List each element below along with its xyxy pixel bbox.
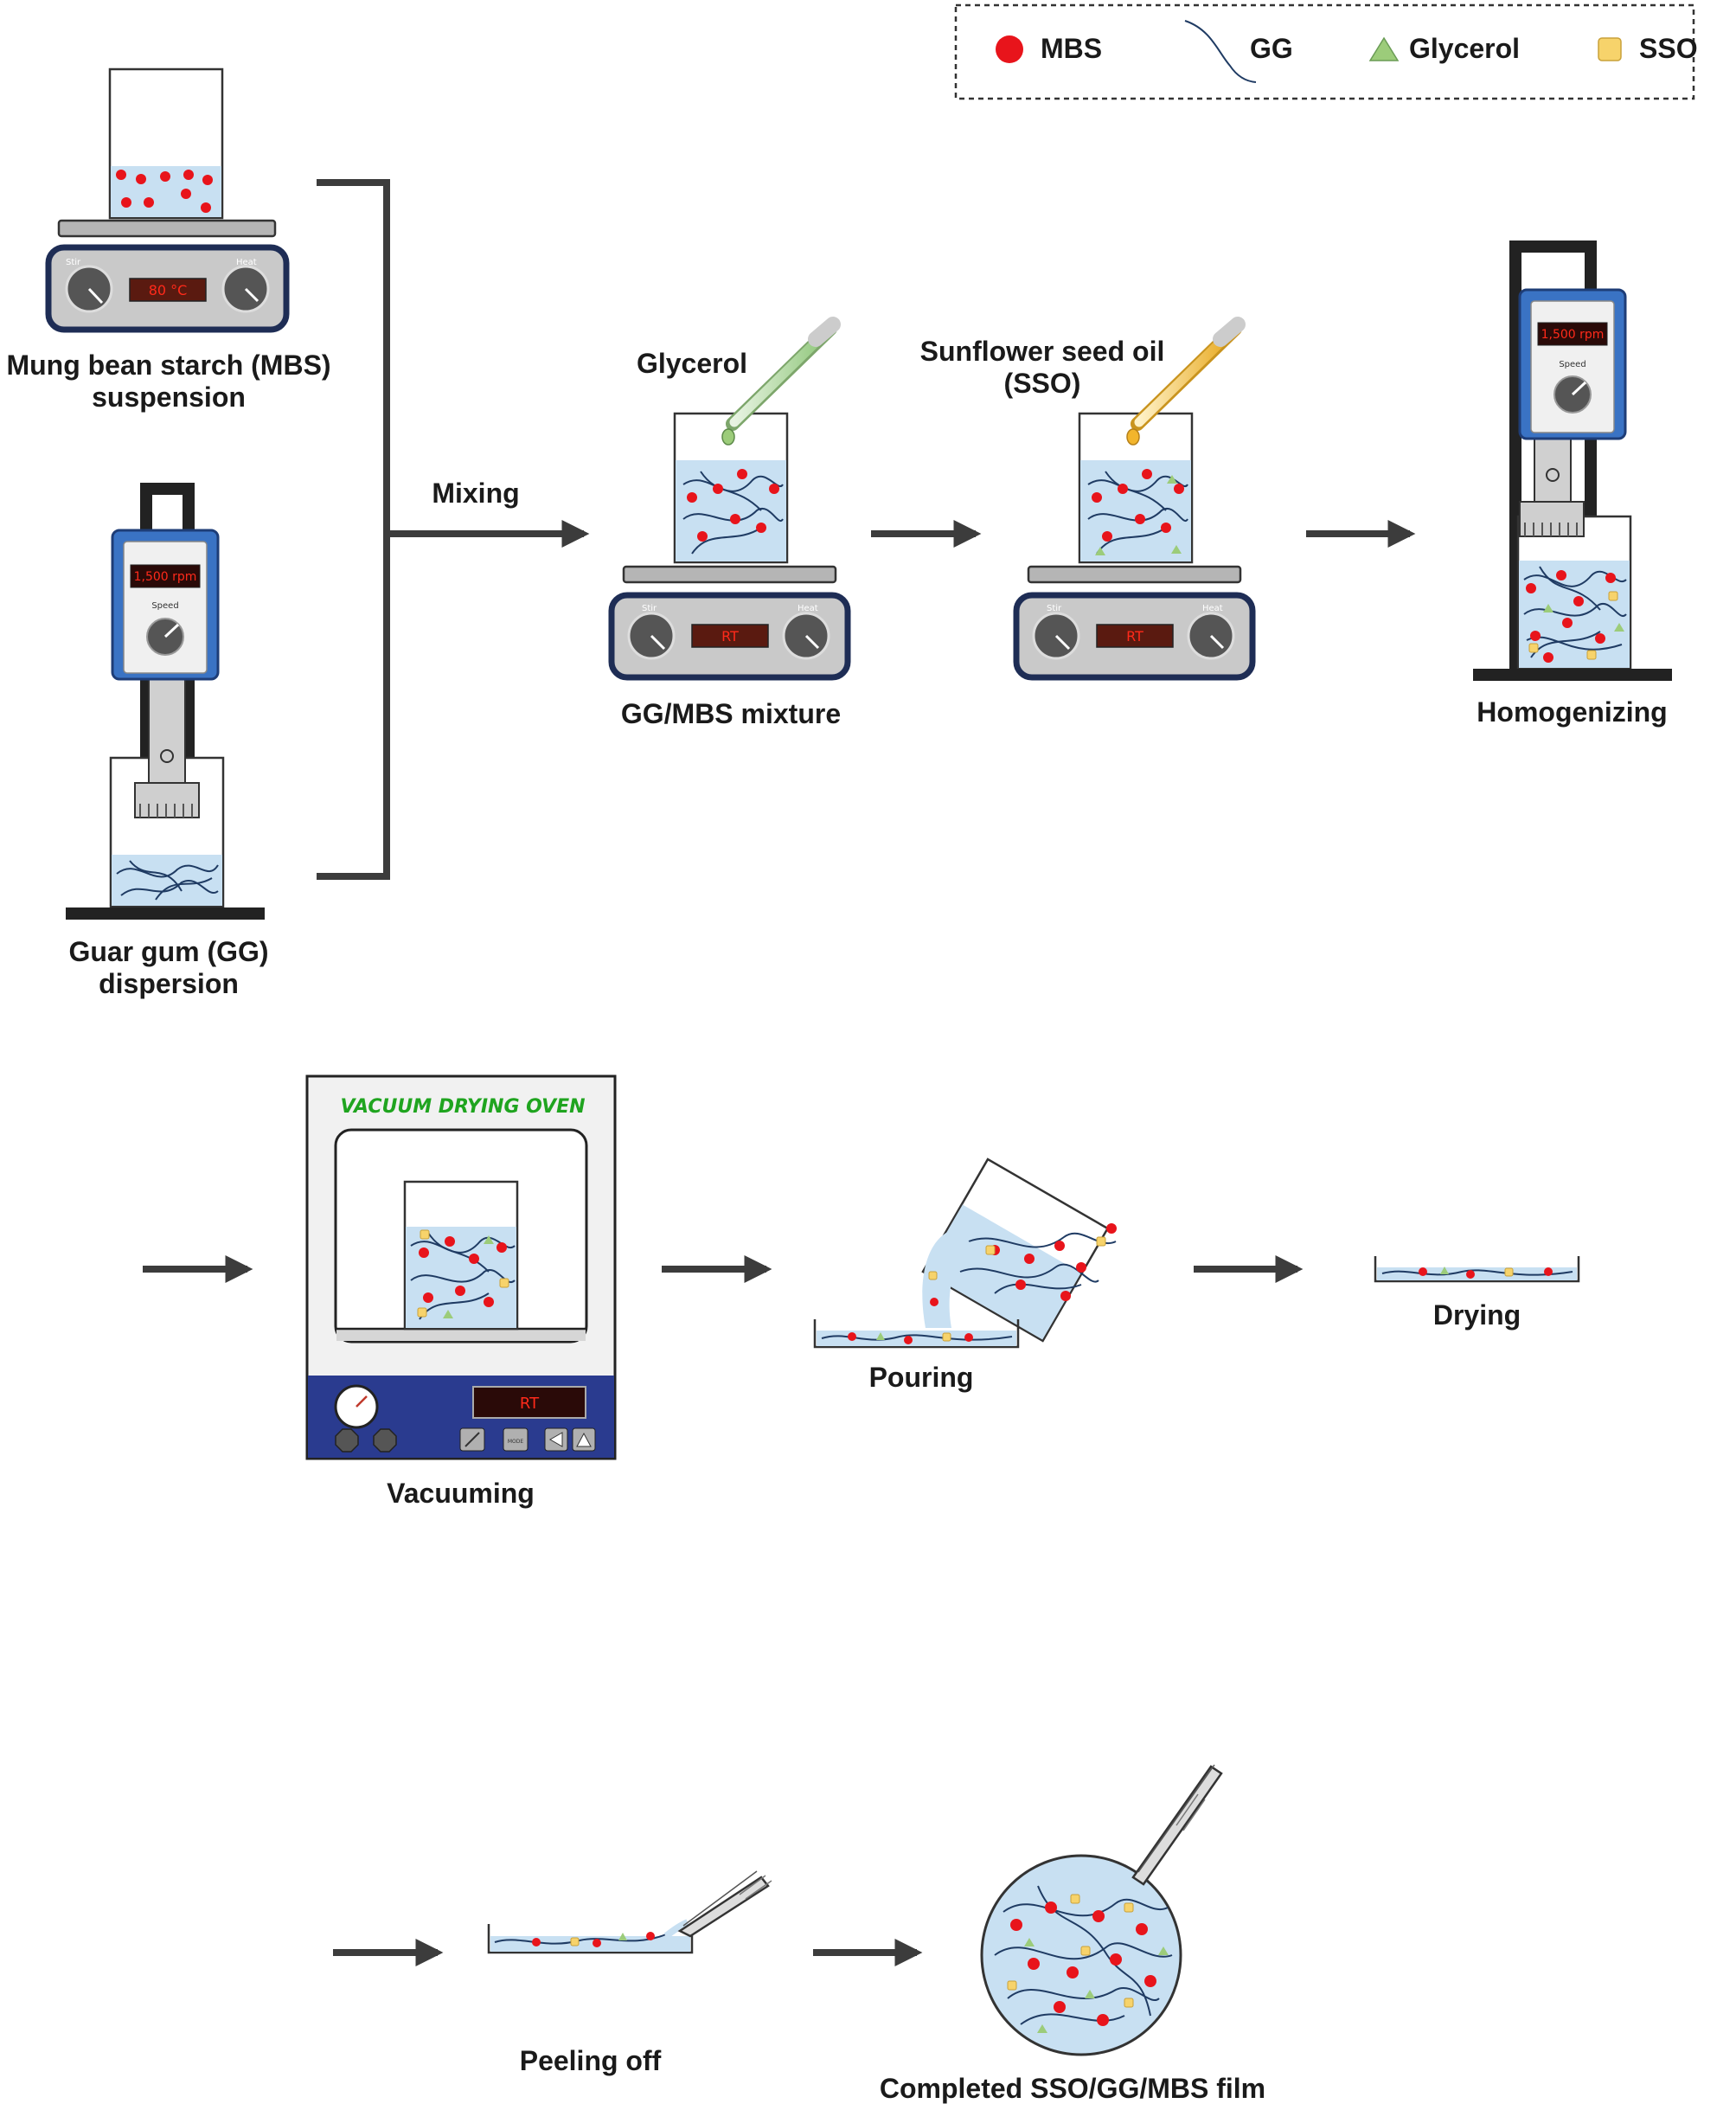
hotplate3-stir-label: Stir [1047,604,1062,613]
legend-box [954,3,1695,100]
hotplate-heat-label: Heat [236,258,257,267]
vacuum-oven: VACUUM DRYING OVEN RT MODE [305,1074,617,1460]
mbs-particles [116,170,213,213]
legend-sso-label: SSO [1639,33,1698,64]
homogenizer2-display: 1,500 rpm [1541,328,1605,342]
legend-glycerol-label: Glycerol [1409,33,1521,64]
completed-film [980,1764,1223,2056]
label-glycerol: Glycerol [636,348,748,379]
hotplate-glycerol: Stir Heat RT [608,317,851,681]
homogenizer-display: 1,500 rpm [134,570,197,584]
legend-gg-label: GG [1250,33,1293,64]
glycerol-pipette [721,317,841,446]
label-pouring: Pouring [868,1362,974,1393]
legend-mbs-label: MBS [1041,33,1103,64]
label-drying: Drying [1432,1299,1521,1331]
label-vacuuming: Vacuuming [387,1478,535,1509]
label-mixing: Mixing [432,478,520,509]
oven-title: VACUUM DRYING OVEN [340,1096,585,1118]
tweezers-icon [677,1870,772,1938]
label-mbs-suspension-line2: suspension [92,382,246,413]
hotplate-stir-label: Stir [66,258,81,267]
label-gg-dispersion: Guar gum (GG) dispersion [0,936,337,1000]
hotplate2-stir-label: Stir [642,604,657,613]
label-mbs-suspension: Mung bean starch (MBS) suspension [0,350,337,414]
oven-display: RT [520,1395,540,1413]
hotplate3-heat-label: Heat [1202,604,1223,613]
hotplate2-heat-label: Heat [798,604,818,613]
label-sso: Sunflower seed oil (SSO) [891,336,1194,400]
legend-gg-icon [1184,20,1257,83]
homogenizer-gg: 1,500 rpm Speed [66,483,265,920]
label-homogenizing: Homogenizing [1477,696,1668,728]
label-mbs-suspension-line1: Mung bean starch (MBS) [6,350,331,381]
label-sso-line2: (SSO) [1003,368,1081,399]
legend-mbs-icon [996,35,1023,63]
label-gg-mbs-mixture: GG/MBS mixture [620,698,842,729]
tweezers-film-icon [1131,1764,1223,1886]
pouring-scene [813,1158,1117,1349]
oven-mode-button-label: MODE [508,1439,524,1445]
hotplate-sso: Stir Heat RT [1013,317,1256,681]
mixing-bracket [317,179,590,880]
legend-sso-icon [1598,37,1622,61]
legend-glycerol-icon [1368,36,1400,61]
homogenizer2-speed-label: Speed [1559,360,1585,369]
drying-tray [1374,1256,1580,1283]
legend [954,3,1695,100]
sso-pipette [1126,317,1246,446]
hotplate-mbs: Stir Heat 80 °C [45,67,290,333]
label-peeling-off: Peeling off [519,2045,662,2076]
label-completed-film: Completed SSO/GG/MBS film [879,2073,1266,2104]
label-gg-dispersion-line1: Guar gum (GG) [68,936,269,967]
homogenizer-speed-label: Speed [151,601,178,611]
peeling-scene [487,1870,772,1954]
hotplate-display: 80 °C [149,282,188,298]
label-gg-dispersion-line2: dispersion [99,968,239,999]
hotplate3-display: RT [1126,628,1143,645]
hotplate2-display: RT [721,628,739,645]
label-sso-line1: Sunflower seed oil [919,336,1165,367]
homogenizer-mixture: 1,500 rpm Speed [1473,241,1672,681]
